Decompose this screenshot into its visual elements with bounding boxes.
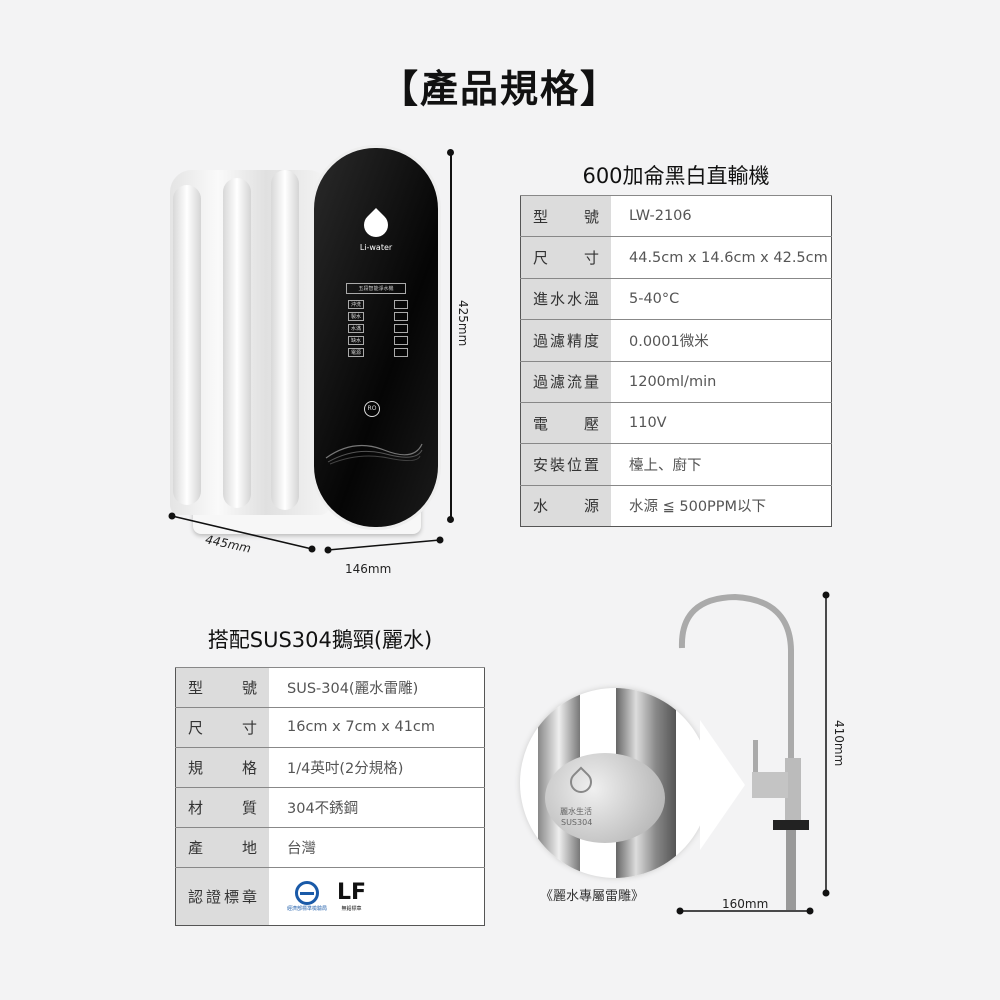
ro-machine-image: Li-water 五段智能淨水機 沖洗 製水 水滿 缺水 電源 RO <box>165 140 455 540</box>
table-row: 安裝位置檯上、廚下 <box>520 443 832 486</box>
row-value: 0.0001微米 <box>611 319 832 361</box>
engraving-zoom-circle: 麗水生活 SUS304 <box>520 688 710 878</box>
machine-front-panel: Li-water 五段智能淨水機 沖洗 製水 水滿 缺水 電源 RO <box>311 145 441 530</box>
row-value: 304不銹鋼 <box>269 786 485 828</box>
faucet-table-title: 搭配SUS304鵝頸(麗水) <box>207 628 433 652</box>
row-label: 過濾精度 <box>520 319 611 361</box>
width-dimension-label: 146mm <box>345 562 392 576</box>
dimension-dot <box>447 516 454 523</box>
machine-ridge <box>173 185 201 505</box>
panel-button[interactable]: 沖洗 <box>348 300 408 309</box>
panel-button[interactable]: 電源 <box>348 348 408 357</box>
row-value: 台灣 <box>269 826 485 868</box>
row-value: SUS-304(麗水雷雕) <box>269 667 485 708</box>
power-icon <box>394 348 408 357</box>
bsmi-mark-icon <box>295 880 319 905</box>
machine-ridge <box>223 178 251 508</box>
row-label: 安裝位置 <box>520 443 611 486</box>
panel-icon <box>394 336 408 345</box>
row-value: 110V <box>611 401 832 444</box>
row-value: 水源 ≦ 500PPM以下 <box>611 484 832 527</box>
row-label: 水源 <box>520 484 611 527</box>
panel-icon <box>394 300 408 309</box>
row-value: 檯上、廚下 <box>611 443 832 486</box>
row-value: 1200ml/min <box>611 360 832 403</box>
table-row: 產地台灣 <box>175 826 485 868</box>
row-label: 型號 <box>520 194 611 237</box>
lead-free-mark: LF <box>337 879 367 905</box>
height-dimension-line <box>450 152 452 520</box>
row-value: 5-40°C <box>611 277 832 320</box>
table-row: 水源水源 ≦ 500PPM以下 <box>520 484 832 527</box>
row-label: 尺寸 <box>520 236 611 279</box>
row-label: 認證標章 <box>175 866 269 926</box>
panel-icon <box>394 312 408 321</box>
row-value: 16cm x 7cm x 41cm <box>269 706 485 748</box>
row-value: LW-2106 <box>611 194 832 237</box>
bsmi-certification-logo: 經濟部標準檢驗局 <box>287 880 328 912</box>
row-value: 44.5cm x 14.6cm x 42.5cm <box>611 236 832 279</box>
row-value: 1/4英吋(2分規格) <box>269 746 485 788</box>
row-label: 型號 <box>175 667 269 708</box>
bsmi-caption: 經濟部標準檢驗局 <box>287 905 328 912</box>
row-label: 進水水溫 <box>520 277 611 320</box>
panel-buttons: 沖洗 製水 水滿 缺水 電源 <box>348 300 408 357</box>
row-label: 過濾流量 <box>520 360 611 403</box>
machine-ridge <box>271 170 299 510</box>
row-label: 產地 <box>175 826 269 868</box>
engraving-caption: 《麗水專屬雷雕》 <box>540 889 645 904</box>
lead-free-caption: 無鉛標章 <box>341 905 362 912</box>
ro-badge: RO <box>364 401 380 417</box>
brand-label: Li-water <box>359 243 393 252</box>
panel-icon <box>394 324 408 333</box>
panel-button[interactable]: 製水 <box>348 312 408 321</box>
engraving-text: 麗水生活 <box>560 807 592 816</box>
row-label: 規格 <box>175 746 269 788</box>
spec-table-title: 600加侖黑白直輸機 <box>582 164 770 188</box>
panel-label: 五段智能淨水機 <box>346 283 406 294</box>
faucet-width-label: 160mm <box>722 897 769 911</box>
panel-button[interactable]: 水滿 <box>348 324 408 333</box>
faucet-height-label: 410mm <box>832 720 846 767</box>
page-title: 【產品規格】 <box>379 66 620 111</box>
wave-decoration-icon <box>325 443 423 465</box>
row-label: 電壓 <box>520 401 611 444</box>
engraving-model: SUS304 <box>561 818 593 827</box>
row-label: 尺寸 <box>175 706 269 748</box>
row-label: 材質 <box>175 786 269 828</box>
faucet-knob <box>545 753 665 843</box>
panel-button[interactable]: 缺水 <box>348 336 408 345</box>
dimension-dot <box>447 149 454 156</box>
